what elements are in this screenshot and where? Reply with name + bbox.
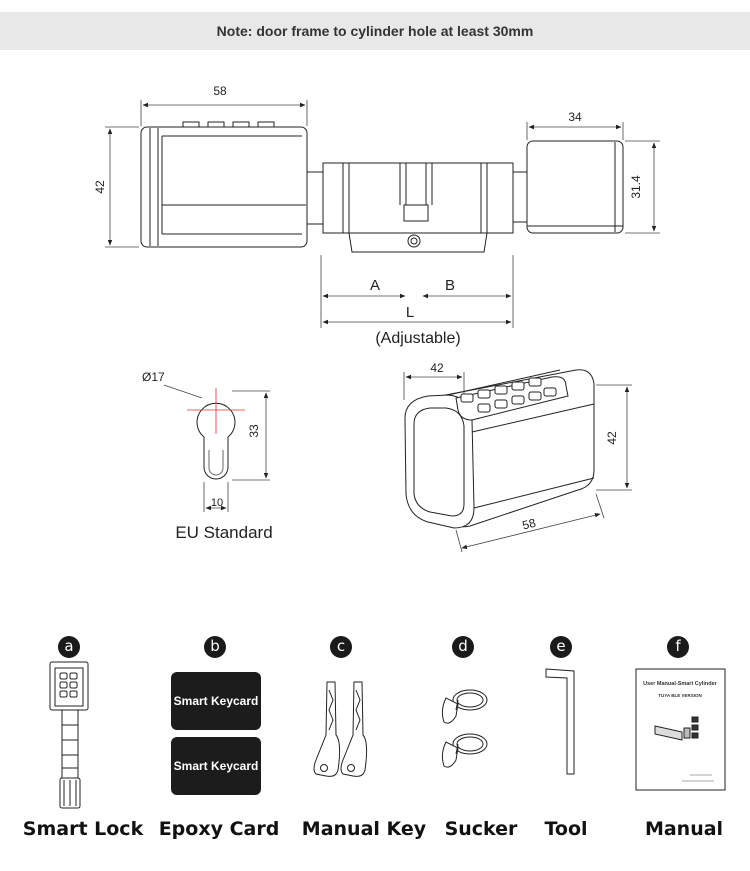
cylinder-body [306, 162, 514, 253]
dim-iso-height: 42 [605, 431, 619, 445]
label-manual: Manual [644, 818, 724, 840]
keypad-bump [257, 121, 275, 128]
keypad-buttons [460, 377, 557, 413]
dim-a-label: A [370, 277, 380, 294]
keypad-bump [232, 121, 250, 128]
keypad-bump [207, 121, 225, 128]
epoxy-card: Smart Keycard [171, 737, 261, 795]
dim-iso-depth: 42 [430, 361, 444, 375]
lock-housing-side [140, 126, 308, 248]
dim-height-left: 42 [93, 180, 107, 194]
manual-booklet-title: User Manual-Smart Cylinder [643, 681, 718, 687]
manual-booklet-subtitle: TUYA BLE VERSION [658, 693, 701, 698]
thumb-knob-side [526, 140, 624, 234]
package-illustrations: User Manual-Smart Cylinder TUYA BLE VERS… [49, 661, 726, 809]
badge-d: d [452, 636, 474, 658]
dim-iso-width: 58 [521, 516, 538, 533]
smart-lock-illustration [49, 661, 89, 809]
manual-booklet-illustration [635, 668, 726, 791]
manual-key-illustration [313, 681, 368, 777]
technical-drawing: 58 42 34 31.4 A B L (Adjustable) Ø17 33 … [93, 84, 660, 553]
badge-b: b [204, 636, 226, 658]
dim-profile-height: 33 [247, 424, 261, 438]
lock-iso-view [404, 369, 595, 529]
dim-height-knob: 31.4 [629, 175, 643, 199]
epoxy-card: Smart Keycard [171, 672, 261, 730]
label-sucker: Sucker [444, 818, 518, 840]
cylinder-neck [512, 171, 528, 223]
badge-c: c [330, 636, 352, 658]
label-smart-lock: Smart Lock [22, 818, 144, 840]
label-tool: Tool [544, 818, 588, 840]
dim-b-label: B [445, 277, 455, 294]
badge-e: e [550, 636, 572, 658]
dim-width-knob: 34 [568, 110, 582, 124]
dim-width-left: 58 [213, 84, 227, 98]
side-view [140, 121, 624, 253]
sucker-illustration [441, 689, 488, 768]
badge-a: a [58, 636, 80, 658]
label-epoxy-card: Epoxy Card [158, 818, 280, 840]
adjustable-label: (Adjustable) [375, 330, 460, 347]
keypad-bump [182, 121, 200, 128]
badge-f: f [667, 636, 689, 658]
cylinder-profile [187, 388, 245, 480]
label-manual-key: Manual Key [301, 818, 427, 840]
dim-l-label: L [406, 304, 414, 321]
hex-key-illustration [545, 668, 575, 775]
note-banner: Note: door frame to cylinder hole at lea… [0, 12, 750, 50]
eu-standard-label: EU Standard [175, 523, 272, 542]
dim-profile-width: 10 [211, 497, 223, 509]
note-text: Note: door frame to cylinder hole at lea… [216, 23, 534, 39]
dim-diameter: Ø17 [142, 370, 165, 384]
